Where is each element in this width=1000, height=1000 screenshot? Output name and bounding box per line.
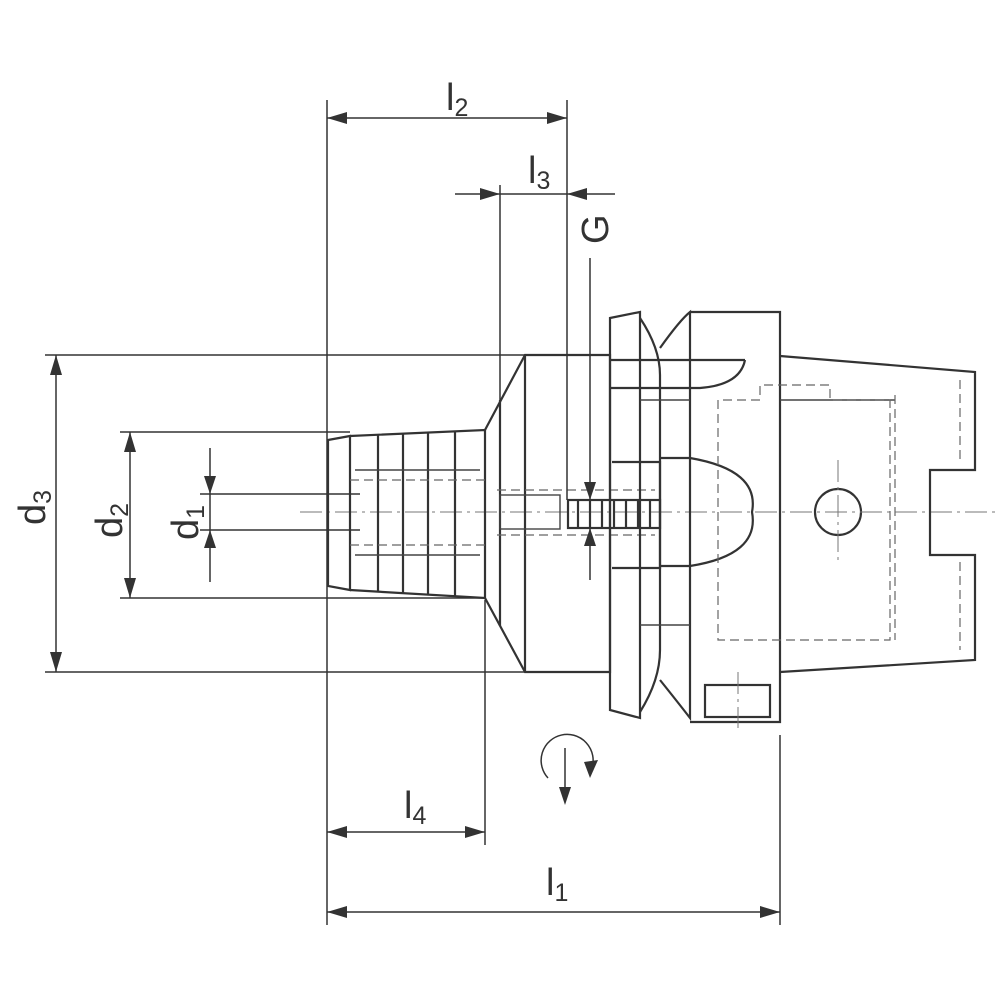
dim-d1-line bbox=[204, 448, 216, 582]
dim-l4-line bbox=[327, 826, 485, 838]
dim-l3-line bbox=[455, 188, 615, 200]
dim-l2-line bbox=[327, 112, 567, 124]
dim-g-line bbox=[584, 258, 596, 580]
chuck-body bbox=[484, 353, 655, 674]
thread-screw bbox=[566, 498, 662, 530]
dim-l1-line bbox=[327, 906, 780, 918]
label-g: G bbox=[575, 214, 617, 244]
label-l4: l4 bbox=[404, 785, 426, 830]
label-d3: d3 bbox=[12, 490, 57, 525]
label-d1: d1 bbox=[165, 505, 210, 540]
rotation-direction-icon bbox=[540, 733, 598, 805]
extension-lines bbox=[45, 100, 781, 925]
drive-key bbox=[612, 456, 754, 570]
label-l3: l3 bbox=[528, 150, 550, 195]
label-l2: l2 bbox=[446, 77, 468, 122]
label-l1: l1 bbox=[546, 862, 568, 907]
taper-shank bbox=[703, 354, 977, 728]
collet-nose bbox=[326, 428, 487, 600]
label-d2: d2 bbox=[89, 503, 134, 538]
dim-d2-line bbox=[124, 432, 136, 598]
dim-d3-line bbox=[50, 355, 62, 672]
hsk-flange bbox=[608, 309, 782, 724]
